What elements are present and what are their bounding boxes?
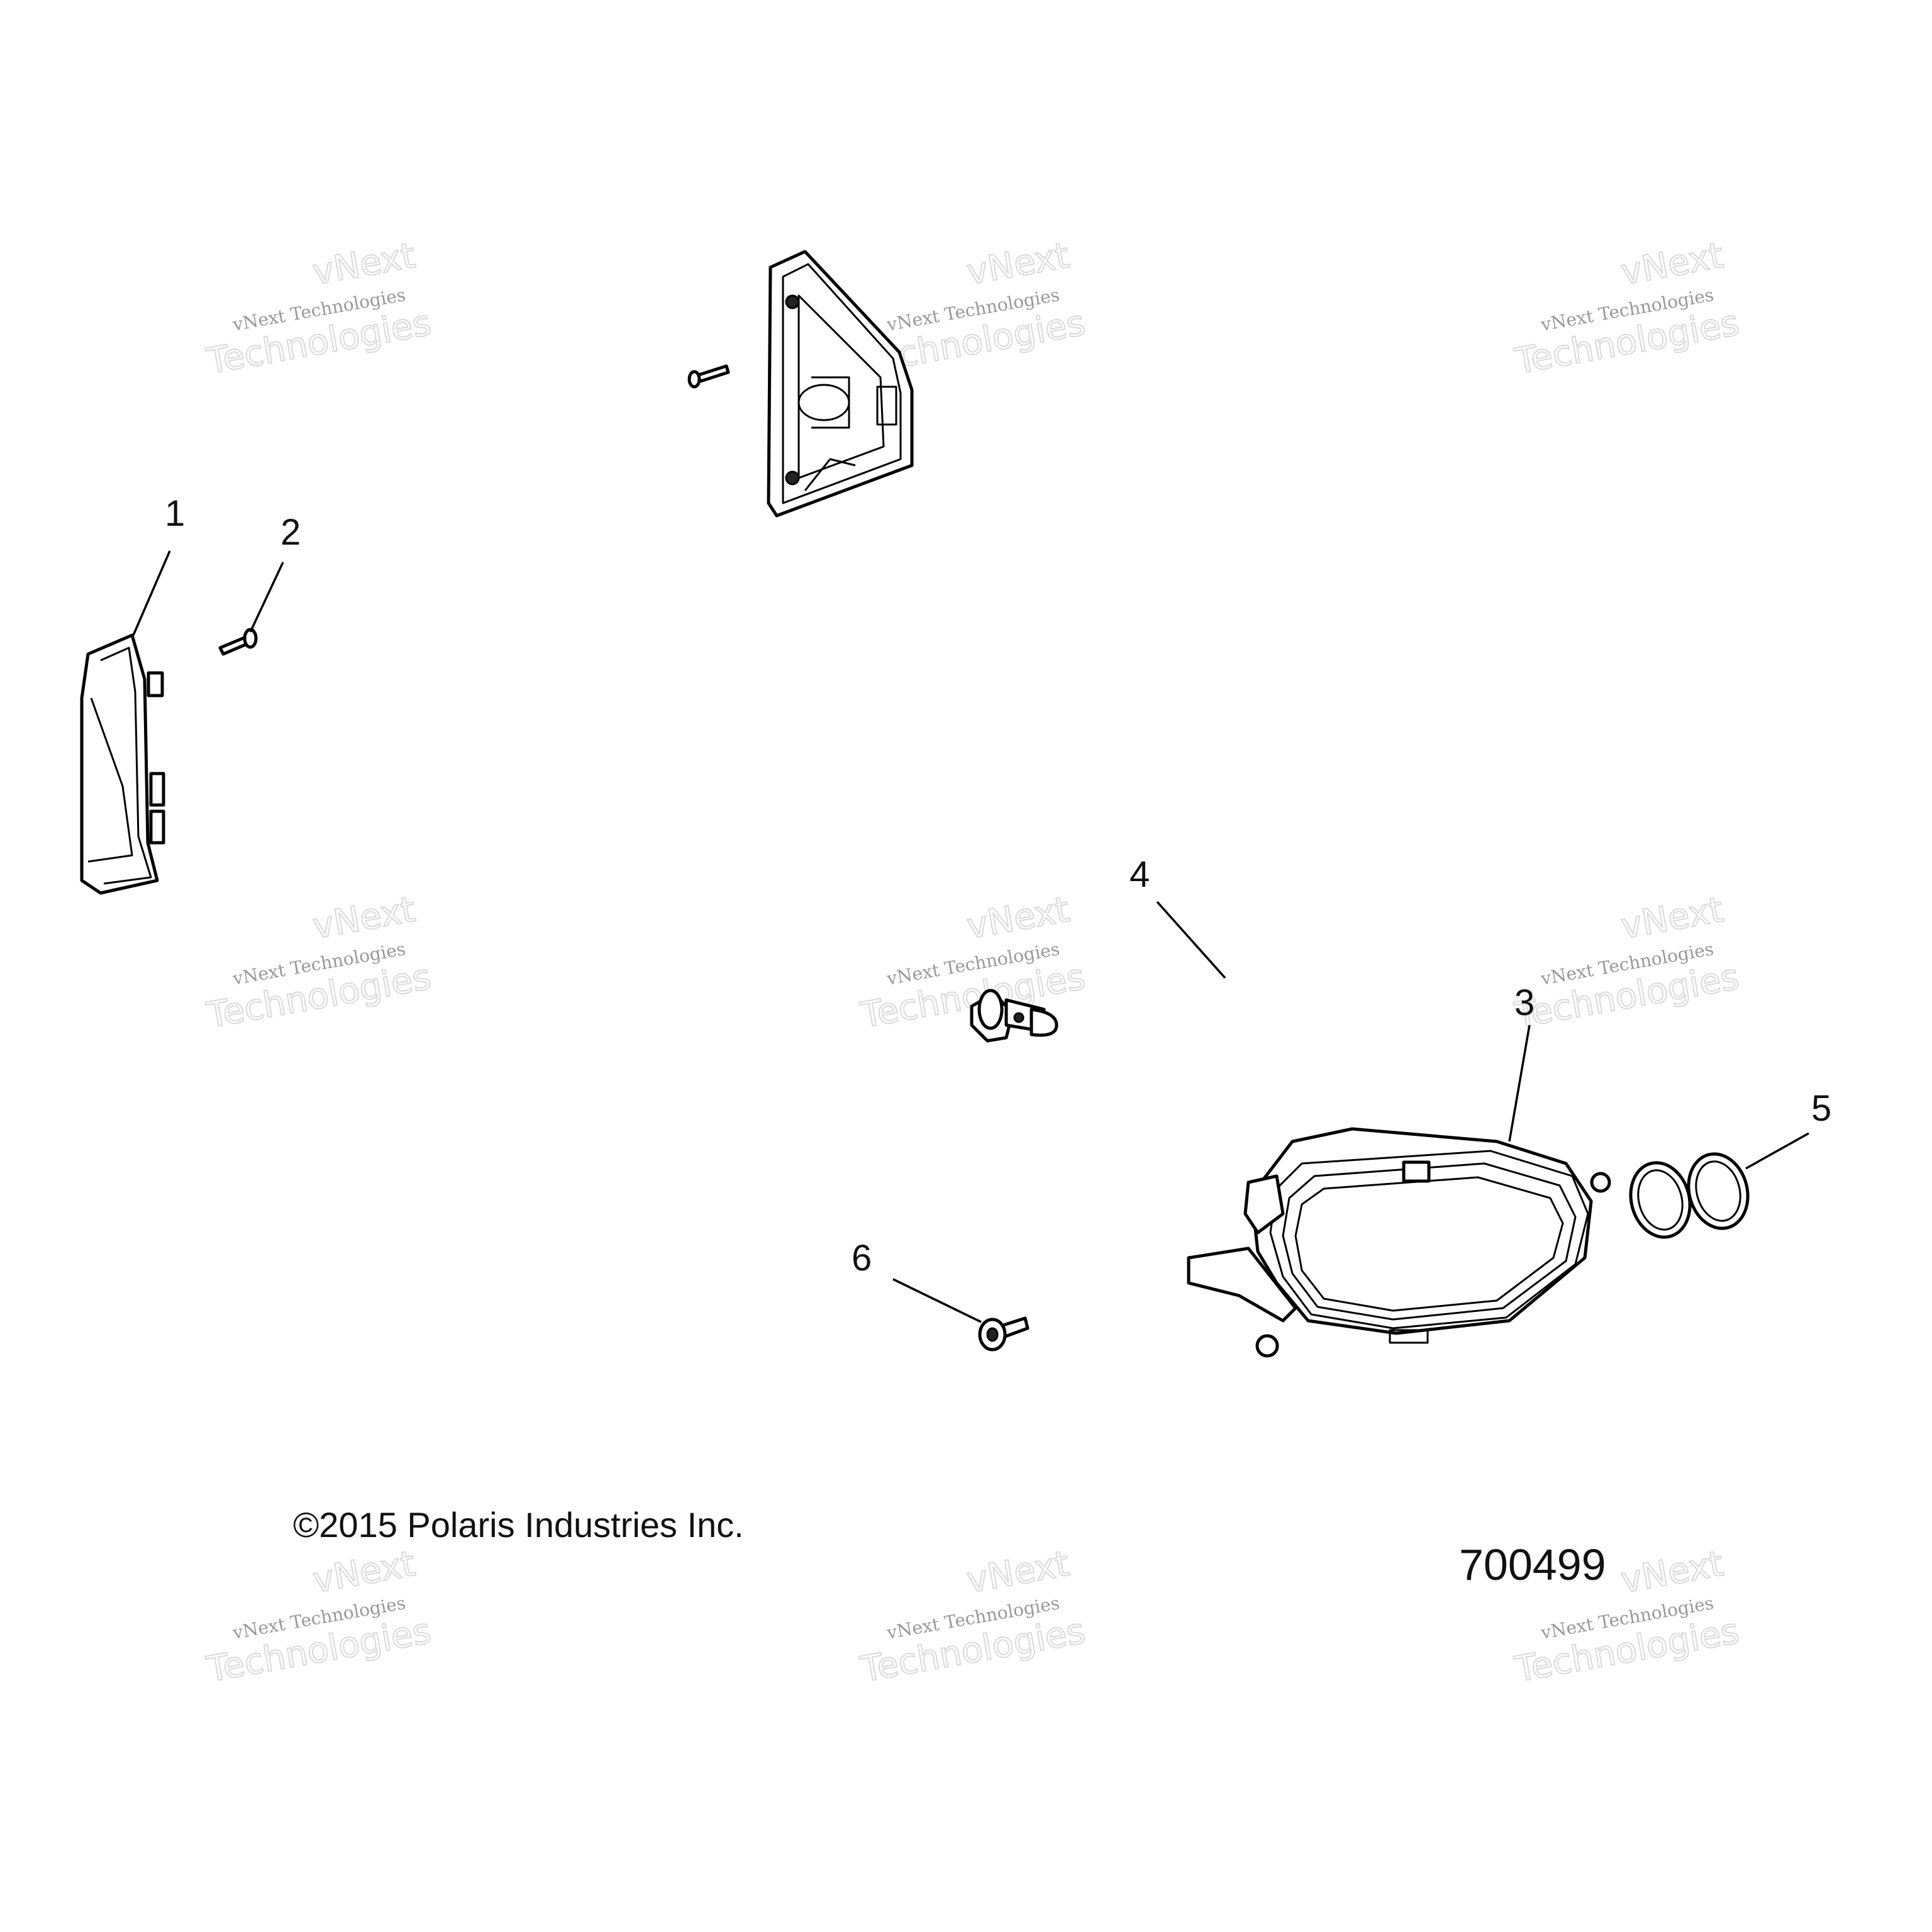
callout-3: 3 xyxy=(1514,982,1535,1023)
watermark-top-right: vNext vNext Technologies Technologies xyxy=(1511,235,1743,383)
part-4-bulb-socket xyxy=(970,989,1058,1043)
leader-3 xyxy=(1508,1024,1531,1142)
part-6-screw xyxy=(978,1316,1030,1352)
watermark-middle-right: vNext vNext Technologies Technologies xyxy=(1511,889,1743,1037)
part-2-screw xyxy=(218,628,258,656)
copyright-notice: ©2015 Polaris Industries Inc. xyxy=(293,1505,744,1545)
callout-2: 2 xyxy=(280,512,301,553)
part-5-o-rings xyxy=(1629,1152,1750,1239)
housing-screw xyxy=(687,364,730,389)
figure-number: 700499 xyxy=(1459,1540,1606,1589)
part-3-headlight-assembly xyxy=(1187,1127,1611,1358)
leader-5 xyxy=(1745,1132,1809,1170)
watermark-middle-left: vNext vNext Technologies Technologies xyxy=(203,889,435,1037)
leader-6 xyxy=(892,1278,982,1323)
callout-5: 5 xyxy=(1811,1088,1831,1129)
callout-4: 4 xyxy=(1130,854,1150,895)
watermark-bottom-center: vNext vNext Technologies Technologies xyxy=(857,1543,1089,1691)
watermark-top-left: vNext vNext Technologies Technologies xyxy=(203,235,435,383)
headlight-housing-shell xyxy=(767,250,914,518)
part-1-marker-lens xyxy=(80,633,165,895)
watermark-bottom-left: vNext vNext Technologies Technologies xyxy=(203,1543,435,1691)
leader-2 xyxy=(249,562,284,633)
callout-6: 6 xyxy=(852,1238,872,1279)
leader-4 xyxy=(1156,901,1226,979)
leader-1 xyxy=(132,550,171,636)
watermark-top-center: vNext vNext Technologies Technologies xyxy=(857,235,1089,383)
callout-1: 1 xyxy=(165,493,185,534)
